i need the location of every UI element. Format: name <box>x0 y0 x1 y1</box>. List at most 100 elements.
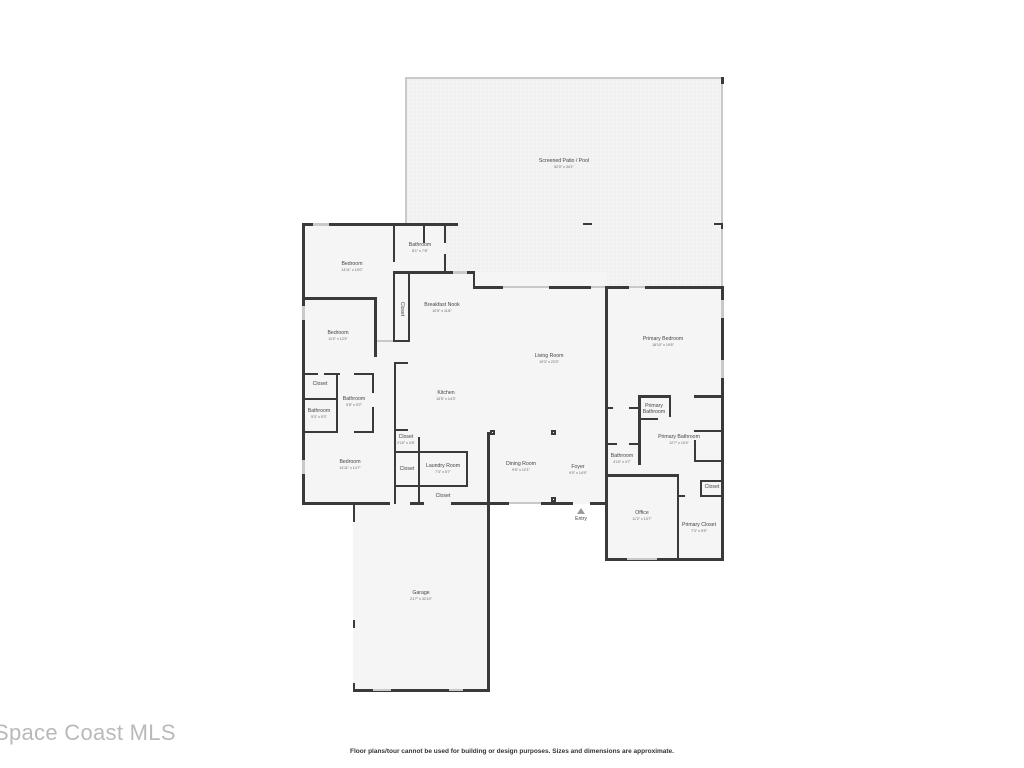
wall <box>372 407 374 433</box>
window <box>302 460 305 474</box>
wall <box>638 418 658 420</box>
wall <box>423 223 425 243</box>
wall <box>629 443 639 445</box>
room-label-primary-bathroom-wc: Primary Bathroom <box>642 403 666 415</box>
wall <box>700 480 724 482</box>
wall <box>607 443 617 445</box>
wall <box>541 502 573 505</box>
wall <box>605 407 613 409</box>
wall <box>302 431 338 433</box>
wall <box>410 502 424 505</box>
wall <box>353 504 355 522</box>
wall <box>638 395 641 465</box>
wall <box>302 223 305 505</box>
wall <box>393 223 395 257</box>
wall <box>605 474 608 561</box>
house-floor-bath1 <box>393 224 446 274</box>
sliding-door <box>629 286 645 288</box>
wall <box>394 485 468 487</box>
patio-screen-left <box>405 77 407 225</box>
house-floor <box>303 224 407 504</box>
column <box>551 497 556 502</box>
sliding-door <box>503 286 549 288</box>
wall <box>473 271 475 288</box>
wall <box>694 430 724 432</box>
wall <box>549 286 591 289</box>
wall <box>394 451 468 453</box>
wall <box>714 223 723 225</box>
wall <box>466 451 468 487</box>
wall <box>302 398 337 400</box>
wall <box>700 480 702 496</box>
room-label-closet-4: Closet <box>399 466 415 473</box>
patio-floor <box>405 78 723 288</box>
window <box>313 223 329 226</box>
sliding-door <box>591 286 607 288</box>
wall <box>302 223 458 226</box>
wall <box>669 395 671 417</box>
entry-arrow-icon <box>577 508 585 514</box>
wall <box>605 474 679 477</box>
wall <box>394 362 408 364</box>
wall <box>324 373 340 375</box>
column <box>490 430 495 435</box>
wall <box>418 437 420 504</box>
window <box>627 558 657 560</box>
door <box>377 340 393 342</box>
wall <box>408 273 410 341</box>
house-floor-center <box>393 272 607 504</box>
garage-window <box>373 689 391 691</box>
room-label-closet-6: Closet <box>435 493 451 500</box>
garage-floor <box>353 504 489 690</box>
wall <box>605 286 629 289</box>
wall <box>354 373 374 375</box>
window <box>721 300 724 318</box>
room-label-closet-2: Closet <box>312 381 328 388</box>
wall <box>353 683 355 691</box>
wall <box>721 286 724 561</box>
wall <box>487 502 509 505</box>
wall <box>336 373 338 433</box>
window <box>509 502 541 504</box>
wall <box>394 429 408 431</box>
patio-screen-top <box>405 77 723 79</box>
wall <box>467 271 475 274</box>
window <box>453 271 467 274</box>
disclaimer: Floor plans/tour cannot be used for buil… <box>350 748 674 755</box>
wall <box>393 254 395 262</box>
garage-window <box>449 689 463 691</box>
wall <box>393 271 453 274</box>
column <box>551 430 556 435</box>
wall <box>638 395 671 398</box>
entry-label: Entry <box>575 516 587 522</box>
wall <box>302 373 318 375</box>
patio-screen-right <box>721 77 723 289</box>
wall <box>487 504 490 691</box>
window <box>302 306 305 320</box>
wall <box>451 502 489 505</box>
wall <box>487 432 490 504</box>
wall <box>700 495 724 497</box>
wall <box>694 440 696 462</box>
room-label-closet-1: Closet <box>399 301 405 317</box>
wall <box>605 286 608 508</box>
wall <box>354 431 374 433</box>
